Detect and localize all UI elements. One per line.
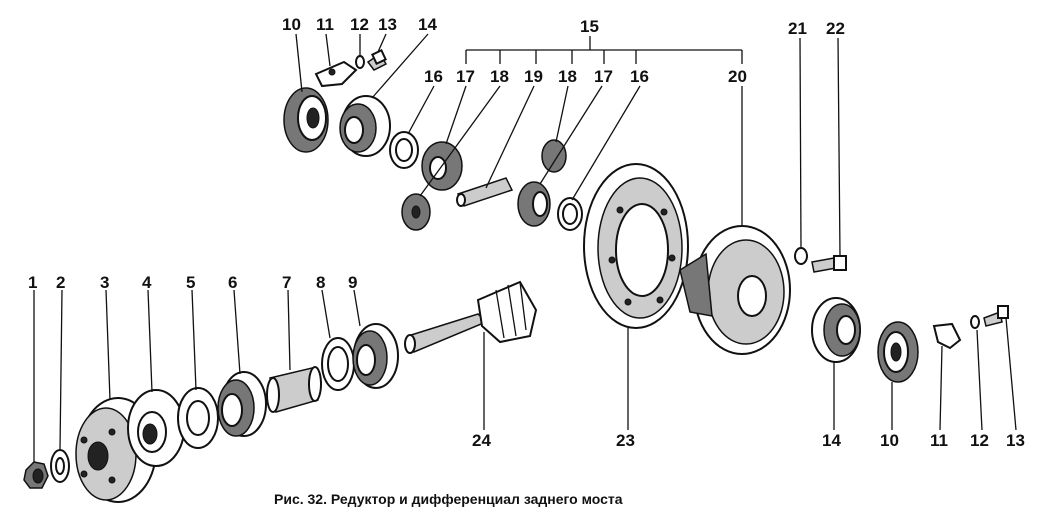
part-16-washer-right bbox=[557, 197, 583, 231]
part-18-pinion-gear-right bbox=[541, 139, 567, 173]
part-21-lock-washer bbox=[794, 247, 808, 265]
part-13-bolt-lower bbox=[983, 305, 1009, 327]
leader-lines bbox=[33, 33, 1017, 462]
part-labels: 1 2 3 4 5 6 7 8 9 10 11 12 13 14 15 16 1… bbox=[28, 15, 1025, 450]
label-20: 20 bbox=[728, 67, 747, 86]
label-8: 8 bbox=[316, 273, 325, 292]
part-12-washer-lower bbox=[970, 315, 980, 329]
label-23: 23 bbox=[616, 431, 635, 450]
label-18-left: 18 bbox=[490, 67, 509, 86]
label-19: 19 bbox=[524, 67, 543, 86]
part-12-washer-upper bbox=[355, 55, 365, 69]
label-10-lower: 10 bbox=[880, 431, 899, 450]
label-17-right: 17 bbox=[594, 67, 613, 86]
part-1-nut bbox=[23, 461, 49, 489]
part-14-bearing-upper bbox=[339, 95, 391, 157]
part-19-pinion-shaft bbox=[456, 177, 514, 207]
part-9-bearing bbox=[352, 323, 399, 389]
label-12-upper: 12 bbox=[350, 15, 369, 34]
part-7-spacer bbox=[266, 366, 322, 413]
part-14-bearing-lower bbox=[811, 297, 861, 363]
part-13-bolt-upper bbox=[366, 49, 388, 71]
part-11-lock-plate-upper bbox=[314, 60, 358, 88]
label-14-lower: 14 bbox=[822, 431, 841, 450]
label-1: 1 bbox=[28, 273, 37, 292]
part-5-shim bbox=[177, 387, 219, 449]
part-16-washer-left bbox=[389, 131, 419, 169]
label-18-right: 18 bbox=[558, 67, 577, 86]
part-4-cover bbox=[127, 389, 185, 467]
label-6: 6 bbox=[228, 273, 237, 292]
part-17-side-gear-right bbox=[517, 181, 551, 227]
label-2: 2 bbox=[56, 273, 65, 292]
part-11-lock-plate-lower bbox=[932, 322, 962, 350]
figure-caption: Рис. 32. Редуктор и дифференциал заднего… bbox=[274, 491, 623, 507]
label-22: 22 bbox=[826, 19, 845, 38]
label-7: 7 bbox=[282, 273, 291, 292]
label-16-left: 16 bbox=[424, 67, 443, 86]
label-13-lower: 13 bbox=[1006, 431, 1025, 450]
label-17-left: 17 bbox=[456, 67, 475, 86]
part-8-shim bbox=[321, 337, 355, 391]
label-21: 21 bbox=[788, 19, 807, 38]
part-22-bolt bbox=[811, 255, 847, 273]
label-12-lower: 12 bbox=[970, 431, 989, 450]
label-5: 5 bbox=[186, 273, 195, 292]
label-10-upper: 10 bbox=[282, 15, 301, 34]
label-11-lower: 11 bbox=[930, 431, 948, 450]
part-6-bearing bbox=[217, 371, 267, 437]
label-16-right: 16 bbox=[630, 67, 649, 86]
label-15: 15 bbox=[580, 17, 599, 36]
part-23-ring-gear bbox=[583, 163, 689, 329]
part-20-differential-case bbox=[679, 225, 791, 355]
label-13-upper: 13 bbox=[378, 15, 397, 34]
part-18-pinion-gear-left bbox=[401, 193, 431, 231]
label-3: 3 bbox=[100, 273, 109, 292]
label-24: 24 bbox=[472, 431, 491, 450]
part-2-washer bbox=[50, 449, 70, 483]
part-10-adjusting-nut-upper bbox=[283, 87, 329, 153]
label-9: 9 bbox=[348, 273, 357, 292]
label-14-upper: 14 bbox=[418, 15, 437, 34]
label-4: 4 bbox=[142, 273, 152, 292]
label-11-upper: 11 bbox=[316, 15, 334, 34]
part-10-adjusting-nut-lower bbox=[877, 321, 919, 383]
part-24-drive-pinion bbox=[404, 280, 538, 354]
